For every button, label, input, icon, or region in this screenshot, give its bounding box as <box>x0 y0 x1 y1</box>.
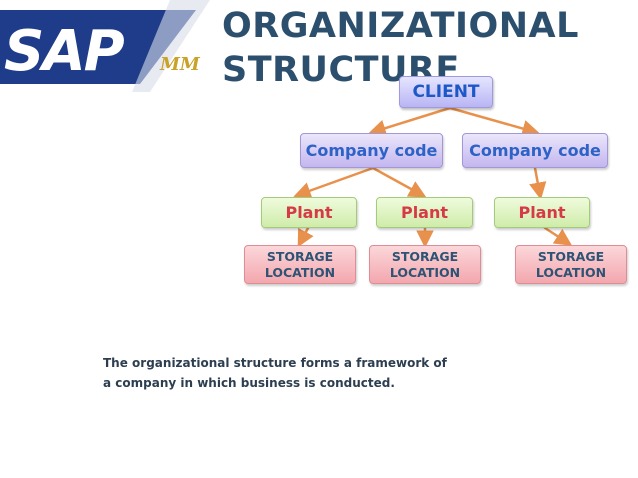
company-code-label-1: Company code <box>305 141 438 160</box>
company-code-node-2: Company code <box>462 133 608 168</box>
arrow-client-to-cc1 <box>368 106 452 137</box>
page-title-line1: ORGANIZATIONAL <box>222 6 579 46</box>
storage-label-2-line1: STORAGE <box>391 248 459 264</box>
plant-label-1: Plant <box>285 203 333 222</box>
storage-location-node-3: STORAGE LOCATION <box>515 245 627 284</box>
storage-label-2-line2: LOCATION <box>389 264 461 280</box>
client-node: CLIENT <box>399 76 493 108</box>
logo-text: SAP <box>4 19 125 84</box>
plant-node-1: Plant <box>261 197 357 228</box>
arrow-plant3-to-storage3 <box>543 226 573 246</box>
logo-sub-text: MM <box>159 54 201 75</box>
company-code-node-1: Company code <box>300 133 443 168</box>
plant-label-3: Plant <box>518 203 566 222</box>
plant-node-2: Plant <box>376 197 473 228</box>
arrow-client-to-cc2 <box>448 106 540 138</box>
storage-label-1-line1: STORAGE <box>266 248 334 264</box>
storage-location-node-1: STORAGE LOCATION <box>244 245 356 284</box>
client-label: CLIENT <box>412 82 480 102</box>
storage-label-3-line1: STORAGE <box>537 248 605 264</box>
company-code-label-2: Company code <box>469 141 601 160</box>
arrow-plant1-to-storage1 <box>297 226 314 248</box>
plant-node-3: Plant <box>494 197 590 228</box>
arrow-cc1-to-plant2 <box>371 166 427 198</box>
plant-label-2: Plant <box>400 203 449 222</box>
description-text: The organizational structure forms a fra… <box>103 353 463 393</box>
storage-location-node-2: STORAGE LOCATION <box>369 245 481 284</box>
description-line1: The organizational structure forms a fra… <box>103 356 447 370</box>
sap-mm-logo: SAP MM <box>0 0 210 92</box>
description-line2: a company in which business is conducted… <box>103 376 395 390</box>
arrow-cc2-to-plant3 <box>529 166 547 200</box>
storage-label-1-line2: LOCATION <box>264 264 336 280</box>
arrow-cc1-to-plant1 <box>293 166 375 199</box>
storage-label-3-line2: LOCATION <box>535 264 607 280</box>
